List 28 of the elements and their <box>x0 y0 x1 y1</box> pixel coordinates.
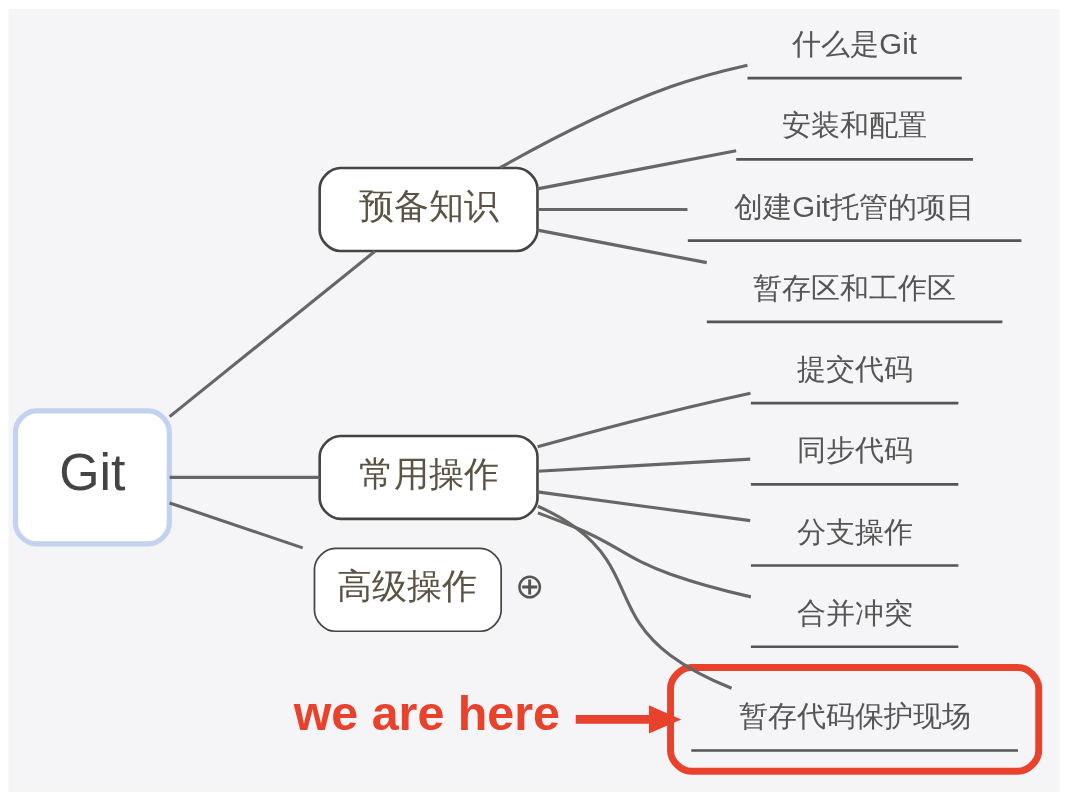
connector <box>537 207 688 211</box>
node-text: 同步代码 <box>796 432 913 466</box>
cluster <box>667 663 1043 775</box>
node-text: 暂存代码保护现场 <box>738 698 971 732</box>
node-text: 创建Git托管的项目 <box>734 189 975 223</box>
node-text: 什么是Git <box>792 26 917 60</box>
node-box: 预备知识 <box>318 166 539 252</box>
connector <box>169 475 320 479</box>
connector <box>537 489 751 522</box>
node-text: 分支操作 <box>796 514 913 548</box>
node-text: we are here <box>293 685 560 740</box>
connector <box>537 457 751 473</box>
node-text: 提交代码 <box>796 351 913 385</box>
node-text: 安装和配置 <box>782 107 928 141</box>
node-text: 合并冲突 <box>796 595 913 629</box>
connector <box>168 249 376 418</box>
node-text: 暂存区和工作区 <box>753 270 957 304</box>
connector <box>537 391 751 448</box>
node-box: 常用操作 <box>318 434 539 520</box>
node-label: ⊕ <box>514 566 544 605</box>
connector <box>499 63 748 169</box>
arrow <box>575 704 682 734</box>
connector <box>537 148 737 190</box>
connector <box>537 504 733 690</box>
node-box: Git <box>12 407 172 547</box>
connector <box>537 228 708 264</box>
connector <box>537 510 752 598</box>
connector <box>169 500 304 549</box>
